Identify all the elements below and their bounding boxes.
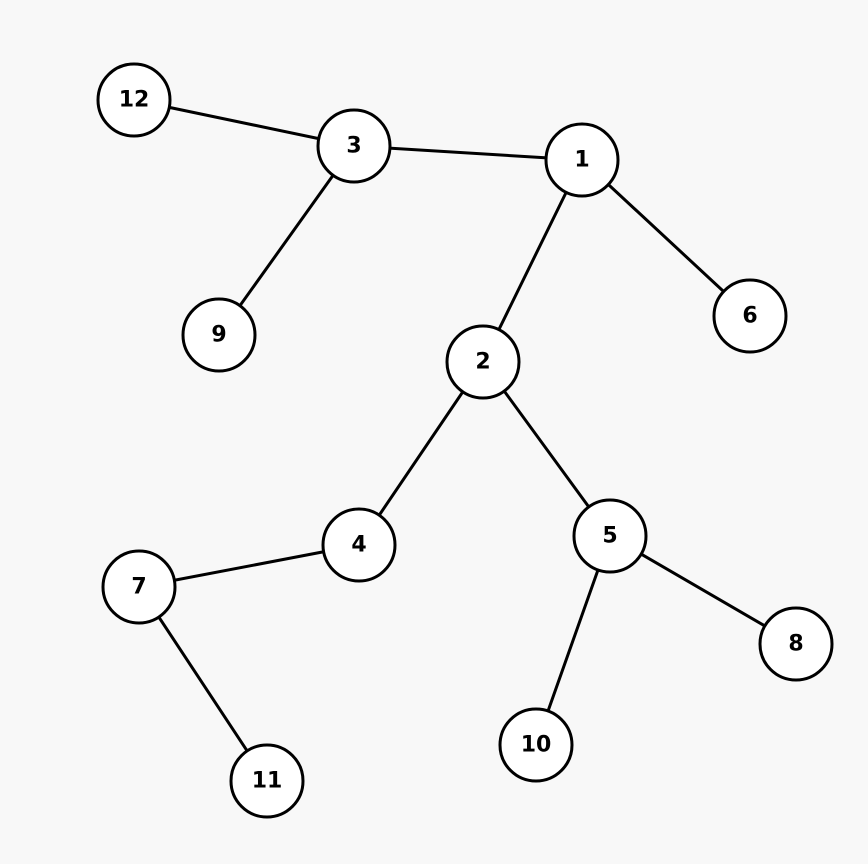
- node-circle: [572, 498, 648, 574]
- node-circle: [229, 743, 305, 819]
- node-label: 8: [788, 632, 803, 657]
- node-circle: [101, 549, 177, 625]
- node-8: 8: [758, 606, 834, 682]
- node-label: 1: [574, 148, 589, 173]
- node-circle: [445, 324, 521, 400]
- node-9: 9: [181, 297, 257, 373]
- node-3: 3: [316, 108, 392, 184]
- node-circle: [181, 297, 257, 373]
- node-label: 7: [131, 575, 146, 600]
- node-7: 7: [101, 549, 177, 625]
- node-circle: [316, 108, 392, 184]
- node-circle: [321, 507, 397, 583]
- node-4: 4: [321, 507, 397, 583]
- node-label: 5: [602, 524, 617, 549]
- edges-layer: [132, 98, 798, 783]
- node-11: 11: [229, 743, 305, 819]
- node-circle: [544, 122, 620, 198]
- node-10: 10: [498, 707, 574, 783]
- node-label: 9: [211, 323, 226, 348]
- node-circle: [96, 62, 172, 138]
- node-2: 2: [445, 324, 521, 400]
- node-label: 11: [252, 769, 283, 794]
- node-label: 4: [351, 533, 366, 558]
- node-label: 12: [119, 88, 150, 113]
- node-1: 1: [544, 122, 620, 198]
- node-label: 3: [346, 134, 361, 159]
- node-12: 12: [96, 62, 172, 138]
- node-label: 10: [521, 733, 552, 758]
- node-5: 5: [572, 498, 648, 574]
- edge-1-6: [580, 158, 752, 318]
- node-circle: [758, 606, 834, 682]
- edge-7-11: [137, 585, 269, 783]
- edge-3-9: [217, 144, 356, 337]
- node-label: 6: [742, 304, 757, 329]
- node-circle: [498, 707, 574, 783]
- edge-3-1: [352, 144, 584, 162]
- node-6: 6: [712, 278, 788, 354]
- node-label: 2: [475, 350, 490, 375]
- node-circle: [712, 278, 788, 354]
